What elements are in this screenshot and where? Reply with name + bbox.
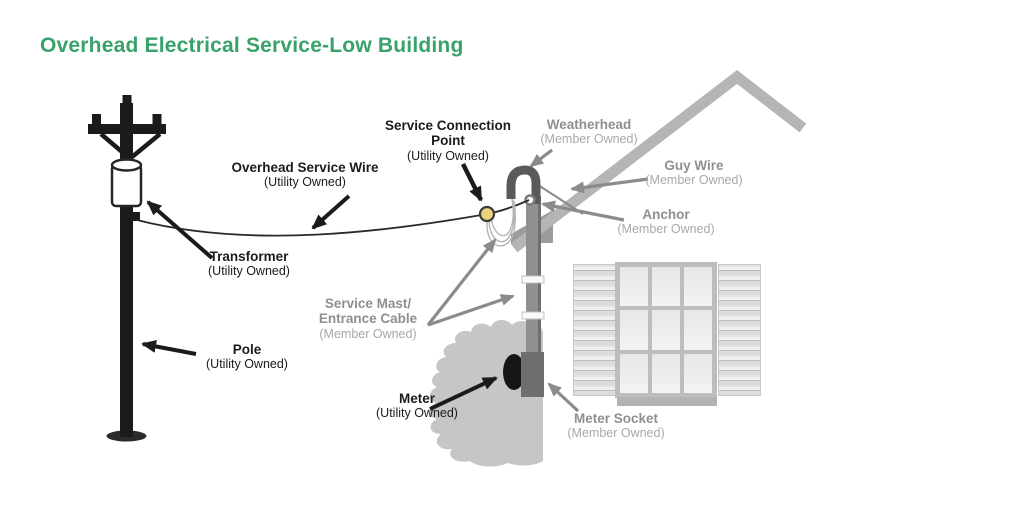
label-weatherhead-ownership: (Member Owned) bbox=[540, 132, 638, 147]
crossarm-braces bbox=[99, 132, 162, 159]
label-pole-ownership: (Utility Owned) bbox=[206, 357, 288, 372]
window-pane bbox=[684, 353, 712, 393]
label-pole-name: Pole bbox=[232, 342, 262, 357]
meter-drawing bbox=[503, 354, 525, 390]
window-sill bbox=[617, 397, 717, 406]
guy-wire-line bbox=[534, 182, 584, 215]
crossarm-insulator bbox=[152, 114, 162, 125]
label-anchor-name: Anchor bbox=[642, 207, 690, 222]
label-service-connection-point: Service Connection Point (Utility Owned) bbox=[383, 118, 513, 163]
label-meter-name: Meter bbox=[398, 391, 435, 406]
label-meter-socket: Meter Socket (Member Owned) bbox=[541, 411, 691, 440]
service-connection-point-dot bbox=[478, 205, 496, 223]
window-pane bbox=[652, 267, 680, 307]
roof-eave-block bbox=[511, 210, 553, 243]
label-transformer-name: Transformer bbox=[209, 249, 289, 264]
crossarm bbox=[88, 124, 166, 134]
label-transformer-ownership: (Utility Owned) bbox=[208, 264, 290, 279]
window-pane bbox=[684, 267, 712, 307]
mast-strap bbox=[521, 275, 545, 284]
label-service-connection-point-ownership: (Utility Owned) bbox=[407, 148, 489, 163]
window-pane bbox=[620, 353, 648, 393]
label-overhead-service-wire-ownership: (Utility Owned) bbox=[264, 175, 346, 190]
label-overhead-service-wire-name: Overhead Service Wire bbox=[231, 160, 379, 175]
label-meter-socket-name: Meter Socket bbox=[573, 411, 659, 426]
weatherhead-drawing bbox=[506, 165, 541, 204]
window-pane bbox=[652, 310, 680, 350]
label-service-mast-ownership: (Member Owned) bbox=[319, 326, 417, 341]
window-pane bbox=[620, 310, 648, 350]
label-guy-wire: Guy Wire (Member Owned) bbox=[619, 158, 769, 187]
wire-bracket bbox=[133, 212, 140, 221]
utility-pole-drawing bbox=[88, 95, 166, 442]
transformer-top bbox=[110, 158, 143, 172]
arrow-overhead-service-wire bbox=[311, 194, 351, 230]
window-frame bbox=[615, 262, 717, 398]
label-service-mast-name-line1: Service Mast/ bbox=[324, 296, 412, 311]
window-pane bbox=[684, 310, 712, 350]
pole-base bbox=[106, 430, 147, 442]
label-anchor-ownership: (Member Owned) bbox=[617, 222, 715, 237]
service-mast-drawing bbox=[503, 165, 545, 397]
service-mast-edge bbox=[538, 196, 541, 355]
arrow-service-connection-point bbox=[460, 162, 484, 202]
label-guy-wire-name: Guy Wire bbox=[664, 158, 724, 173]
label-anchor: Anchor (Member Owned) bbox=[591, 207, 741, 236]
overhead-service-wire-line bbox=[136, 199, 530, 237]
label-transformer: Transformer (Utility Owned) bbox=[164, 249, 334, 278]
label-meter-ownership: (Utility Owned) bbox=[376, 406, 458, 421]
label-meter: Meter (Utility Owned) bbox=[342, 391, 492, 420]
pole-top-cap bbox=[122, 95, 132, 105]
label-service-mast-name-line2: Entrance Cable bbox=[318, 311, 418, 327]
label-guy-wire-ownership: (Member Owned) bbox=[645, 173, 743, 188]
label-weatherhead-name: Weatherhead bbox=[546, 117, 632, 132]
label-service-mast: Service Mast/ Entrance Cable (Member Own… bbox=[293, 296, 443, 341]
pole-shaft bbox=[120, 103, 133, 437]
label-service-connection-point-name: Service Connection Point bbox=[384, 118, 512, 149]
arrow-weatherhead bbox=[529, 148, 553, 168]
crossarm-insulator bbox=[92, 114, 101, 125]
transformer-drawing bbox=[110, 163, 143, 208]
window-shutter-right bbox=[718, 264, 761, 396]
drip-loop bbox=[486, 198, 516, 247]
page-title: Overhead Electrical Service-Low Building bbox=[40, 34, 464, 57]
meter-socket-drawing bbox=[521, 352, 544, 397]
window-pane bbox=[620, 267, 648, 307]
window-pane bbox=[652, 353, 680, 393]
service-mast bbox=[526, 196, 541, 355]
label-overhead-service-wire: Overhead Service Wire (Utility Owned) bbox=[195, 160, 415, 189]
label-meter-socket-ownership: (Member Owned) bbox=[567, 426, 665, 441]
label-pole: Pole (Utility Owned) bbox=[172, 342, 322, 371]
mast-strap bbox=[521, 311, 545, 320]
anchor-ring bbox=[524, 194, 536, 206]
window-shutter-left bbox=[573, 264, 616, 396]
label-weatherhead: Weatherhead (Member Owned) bbox=[514, 117, 664, 146]
